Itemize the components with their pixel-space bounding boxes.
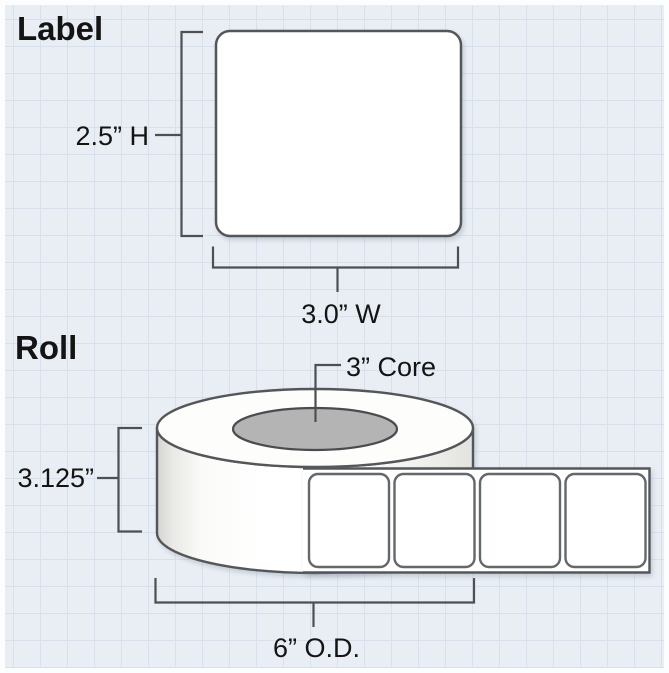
core-leader (314, 363, 341, 422)
label-width-dim: 3.0” W (301, 299, 381, 329)
roll-od-dim: 6” O.D. (273, 633, 360, 663)
strip-label-4 (564, 472, 647, 569)
roll-section-title: Roll (15, 329, 77, 366)
strip-label-3 (478, 472, 562, 569)
roll-height-bracket (117, 426, 142, 533)
strip-label-1 (307, 472, 391, 569)
label-width-bracket (211, 246, 460, 269)
label-height-bracket (180, 30, 203, 238)
roll-height-dim: 3.125” (17, 463, 94, 493)
label-section-title: Label (17, 10, 103, 47)
label-height-dim: 2.5” H (75, 121, 149, 151)
strip-label-2 (393, 472, 476, 569)
label-shape (214, 29, 463, 238)
roll-od-bracket (154, 578, 476, 604)
core-dim: 3” Core (346, 352, 436, 382)
label-strip (303, 467, 651, 574)
